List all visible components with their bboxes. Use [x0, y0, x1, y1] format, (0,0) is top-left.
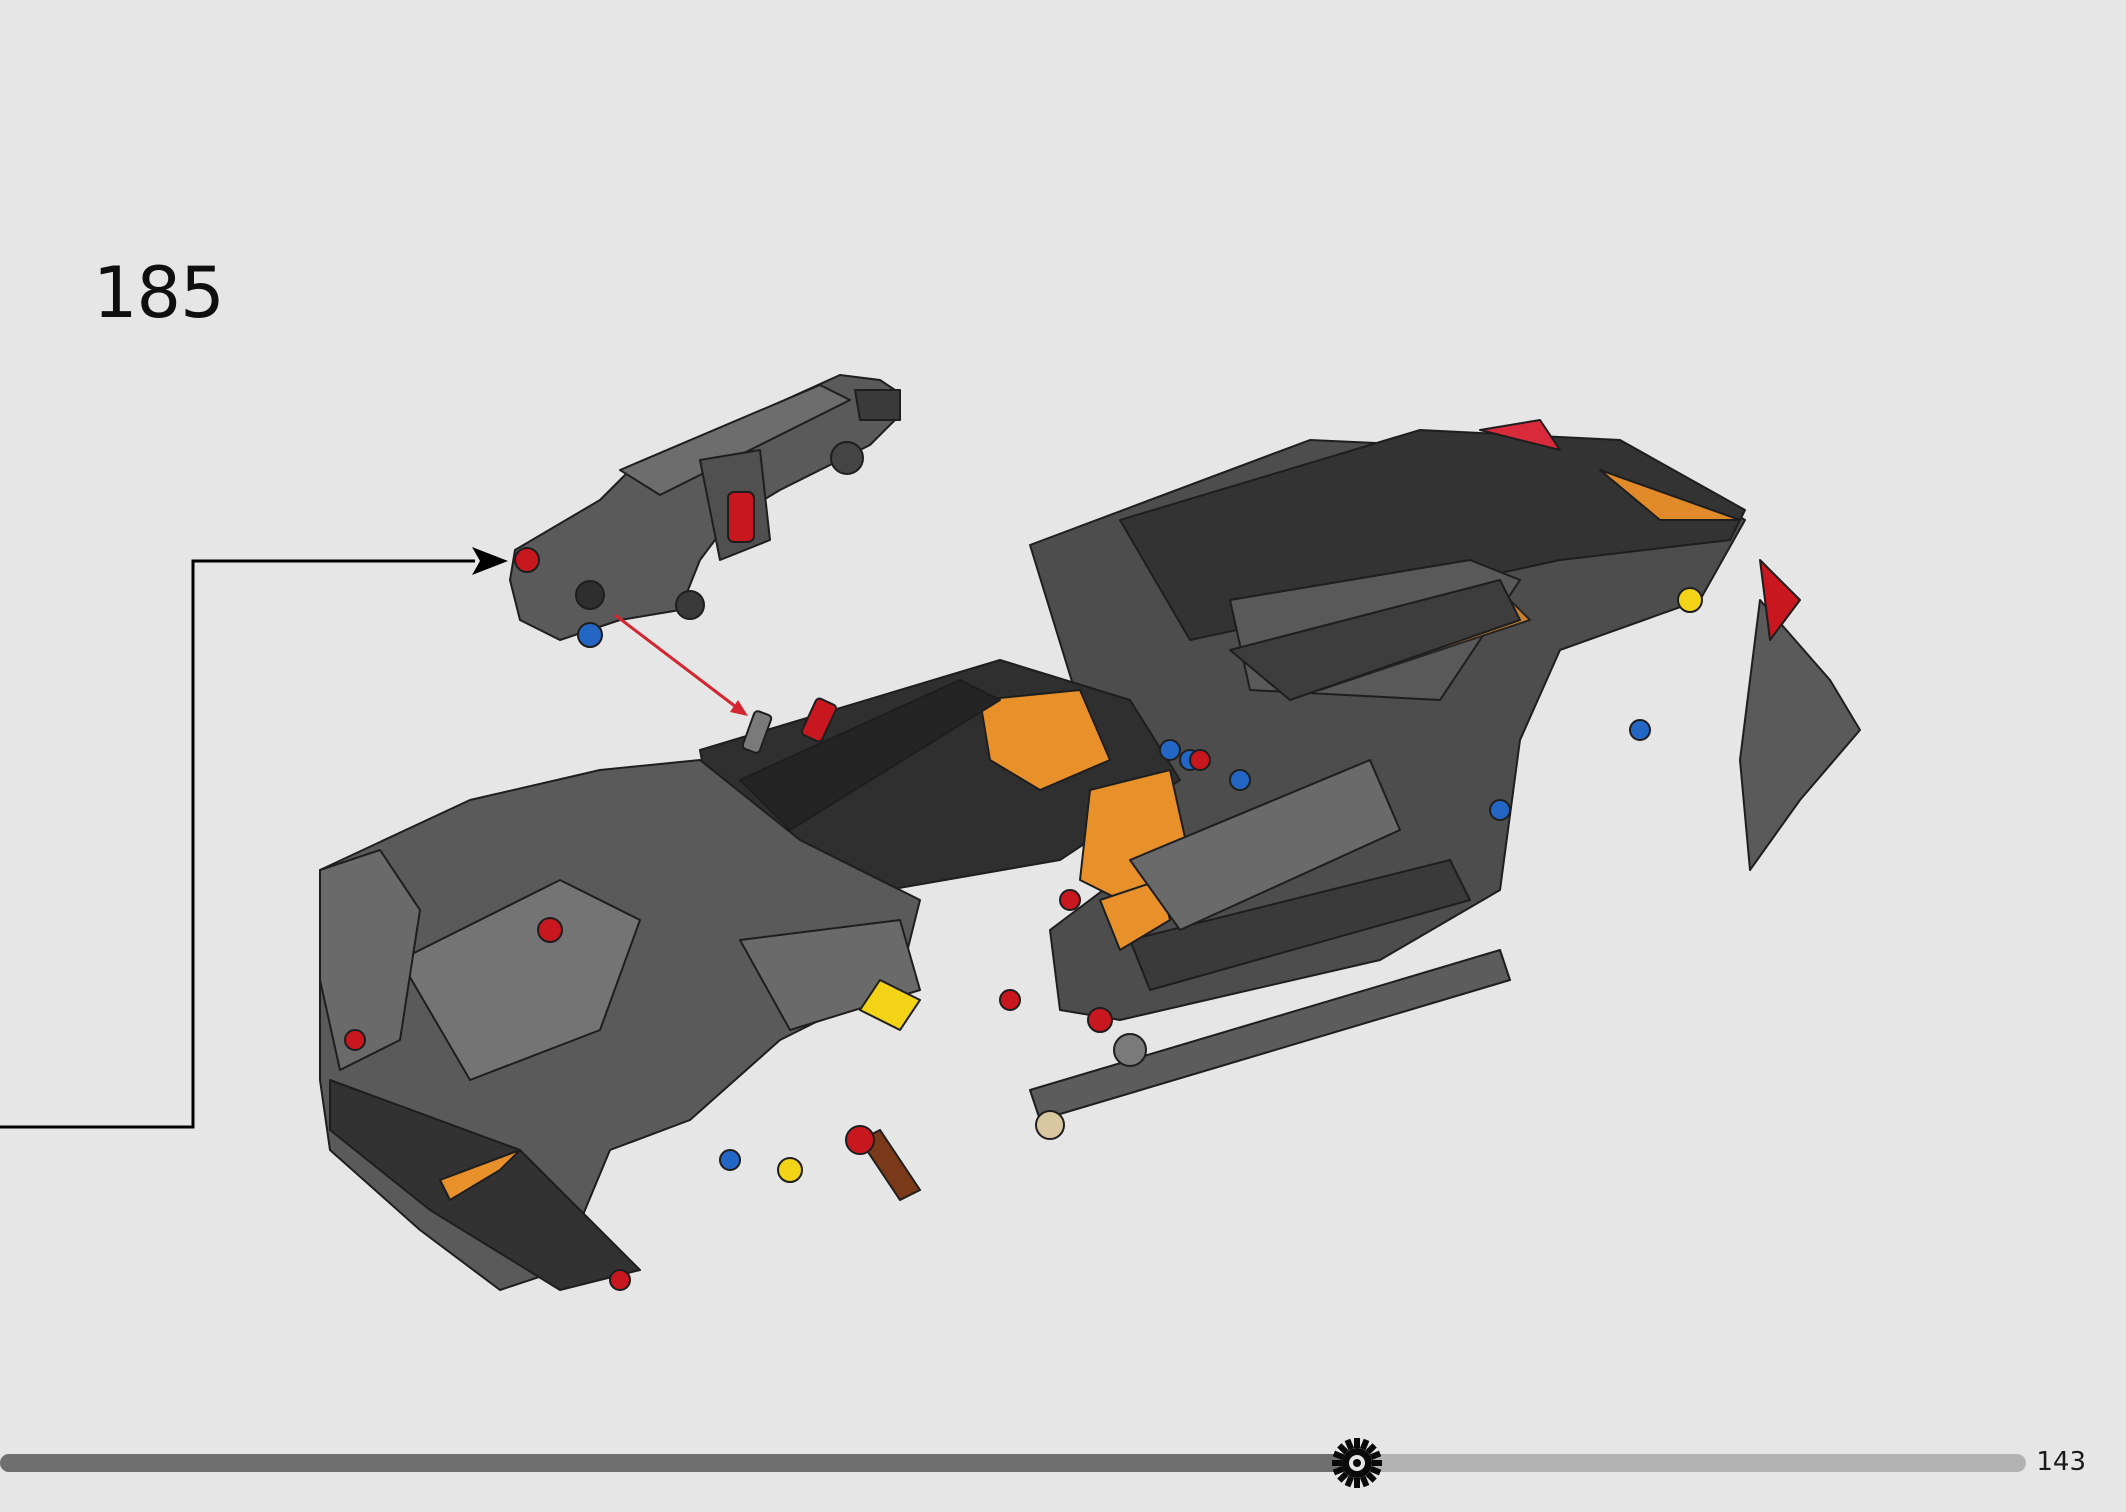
progress-fill — [0, 1454, 1358, 1472]
page-number: 143 — [2036, 1447, 2086, 1477]
gear-icon — [1332, 1438, 1383, 1488]
progress-track — [0, 1454, 2026, 1472]
step-number: 185 — [93, 252, 225, 334]
